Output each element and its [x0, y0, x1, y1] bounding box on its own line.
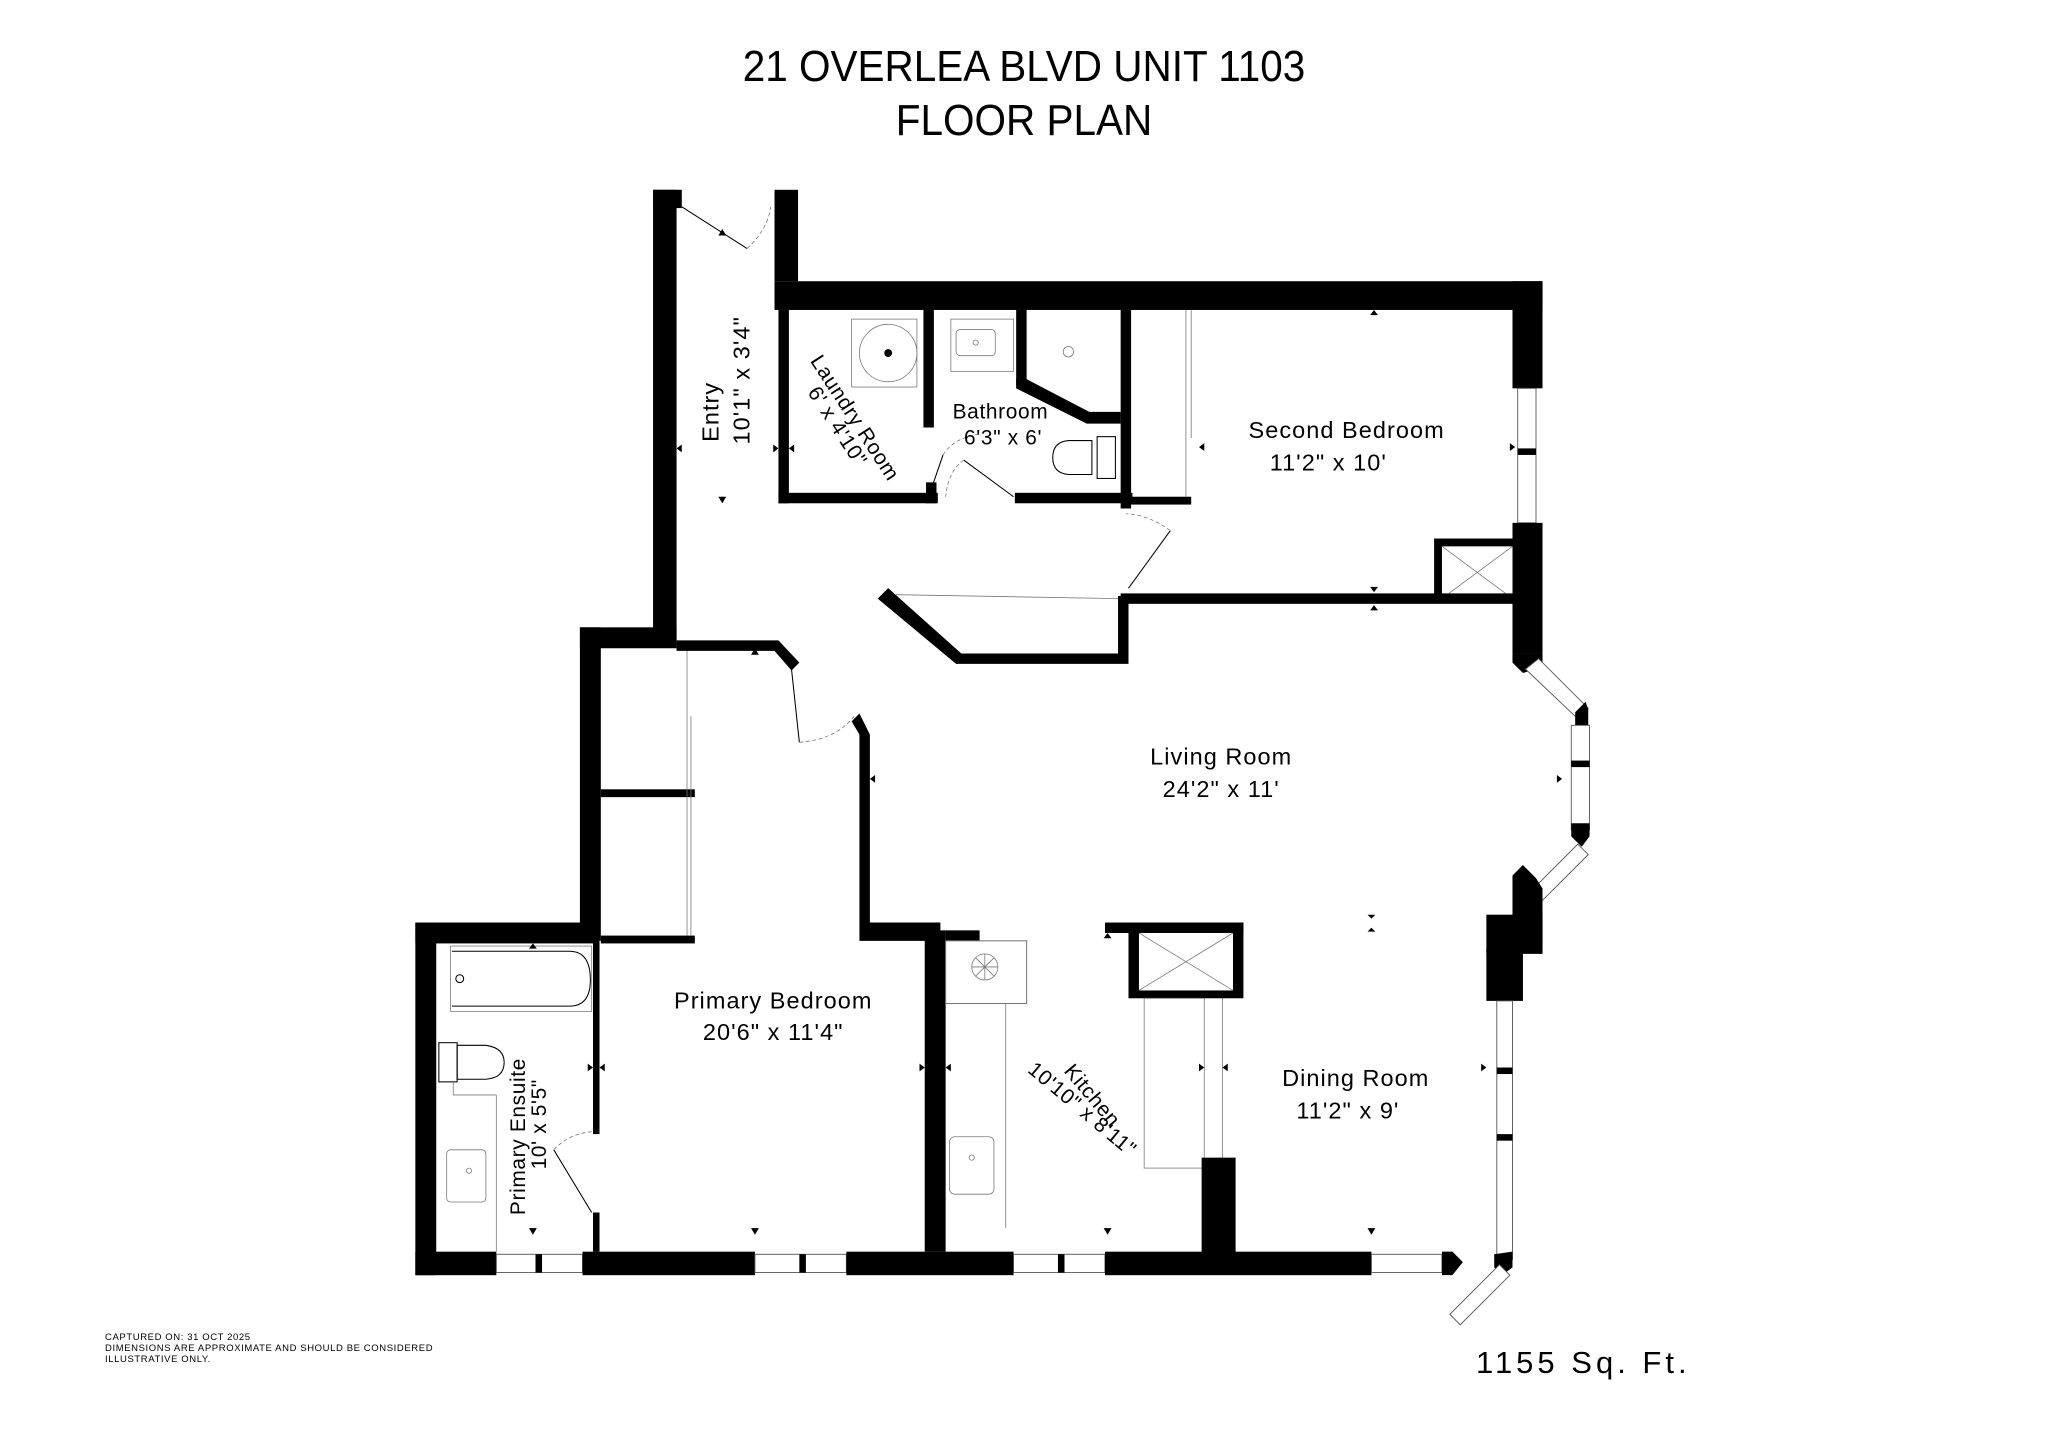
room-label-primary-ensuite: Primary Ensuite 10' x 5'5"	[507, 1058, 551, 1215]
room-dims: 10' x 5'5"	[528, 1079, 551, 1169]
room-name: Primary Bedroom	[674, 988, 873, 1014]
page-title: 21 OVERLEA BLVD UNIT 1103	[742, 42, 1306, 91]
room-name: Primary Ensuite	[507, 1058, 530, 1215]
room-label-bathroom: Bathroom 6'3" x 6'	[953, 400, 1049, 449]
captured-date: CAPTURED ON: 31 OCT 2025	[105, 1332, 251, 1343]
room-dims: 11'2" x 10'	[1270, 450, 1387, 476]
door-swing-icon	[553, 206, 1171, 1213]
shower-drain-icon	[1062, 346, 1075, 358]
disclaimer-line-2: ILLUSTRATIVE ONLY.	[105, 1354, 211, 1365]
kitchen-sink-icon	[949, 1136, 995, 1195]
room-name: Second Bedroom	[1249, 417, 1445, 443]
disclaimer-note: CAPTURED ON: 31 OCT 2025 DIMENSIONS ARE …	[105, 1332, 433, 1365]
room-name: Dining Room	[1282, 1065, 1429, 1091]
room-label-primary-bedroom: Primary Bedroom 20'6" x 11'4"	[674, 988, 873, 1045]
walls	[415, 189, 1591, 1326]
room-label-laundry: Laundry Room 6' x 4'10"	[803, 351, 904, 485]
room-dims: 24'2" x 11'	[1163, 776, 1280, 802]
total-area: 1155 Sq. Ft.	[1476, 1345, 1691, 1380]
disclaimer-line-1: DIMENSIONS ARE APPROXIMATE AND SHOULD BE…	[105, 1343, 434, 1354]
room-label-second-bedroom: Second Bedroom 11'2" x 10'	[1249, 417, 1445, 476]
room-name: Entry	[697, 382, 723, 442]
measurement-markers	[528, 228, 1563, 1235]
room-label-entry: Entry 10'1" x 3'4"	[697, 316, 754, 444]
room-dims: 6'3" x 6'	[964, 426, 1042, 449]
washer-icon	[851, 318, 918, 388]
room-label-dining-room: Dining Room 11'2" x 9'	[1282, 1065, 1429, 1124]
room-dims: 11'2" x 9'	[1296, 1097, 1399, 1123]
room-label-kitchen: Kitchen 10'10" x 8'11"	[1023, 1058, 1140, 1162]
room-name: Living Room	[1150, 743, 1292, 769]
sink-icon	[950, 318, 1014, 372]
toilet-icon	[438, 1042, 505, 1252]
room-label-living-room: Living Room 24'2" x 11'	[1150, 743, 1292, 802]
sink-icon	[446, 1149, 487, 1203]
room-name: Bathroom	[953, 400, 1049, 423]
room-dims: 10'1" x 3'4"	[729, 316, 755, 444]
bathtub-icon	[450, 945, 593, 1012]
stove-burner-icon	[971, 953, 999, 981]
toilet-icon	[1052, 436, 1116, 479]
room-dims: 20'6" x 11'4"	[703, 1019, 844, 1045]
page-subtitle: FLOOR PLAN	[895, 96, 1153, 145]
